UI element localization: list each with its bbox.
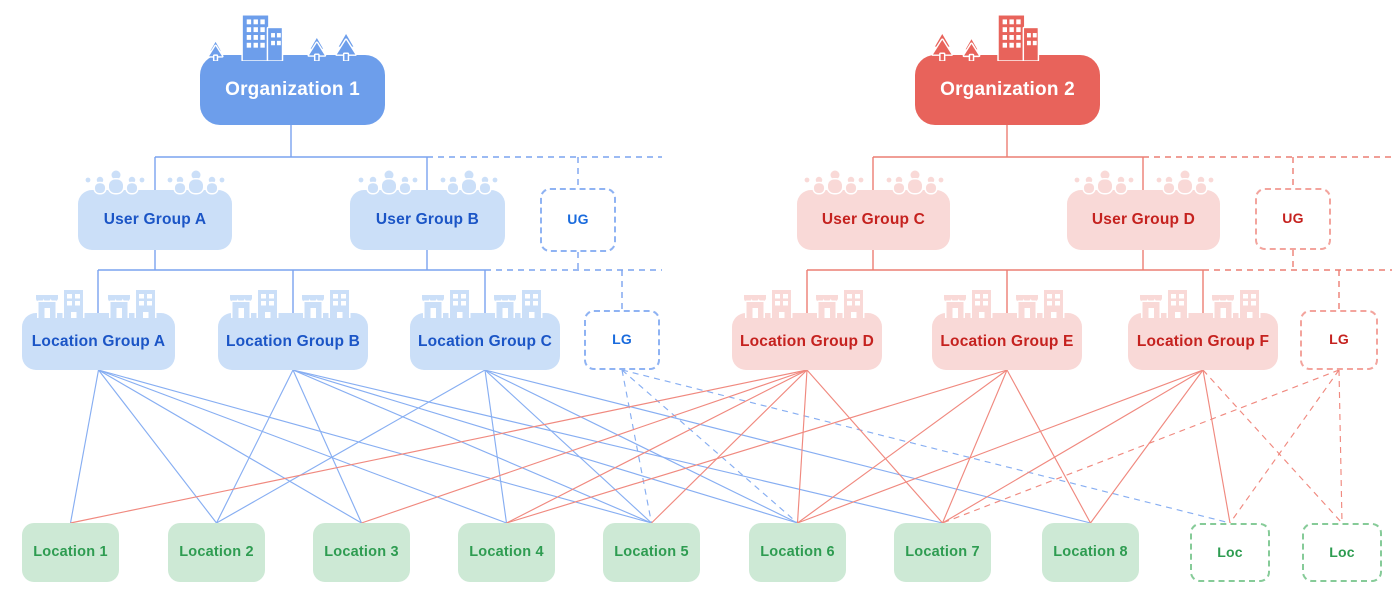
location-7-box: Location 7: [894, 523, 991, 582]
user-group-c-box: User Group C: [797, 169, 950, 250]
location-group-f-box: Location Group F: [1128, 288, 1278, 370]
organization-1-box: Organization 1: [200, 14, 385, 125]
location-3-box: Location 3: [313, 523, 410, 582]
location-1-label: Location 1: [33, 543, 108, 560]
location-7-label: Location 7: [905, 543, 980, 560]
user-group-ghost-red-box: UG: [1255, 188, 1331, 250]
location-8-label: Location 8: [1053, 543, 1128, 560]
user-group-ghost-blue-label: UG: [567, 211, 589, 228]
user-group-a-label: User Group A: [103, 211, 207, 229]
location-group-b-label: Location Group B: [225, 332, 361, 350]
location-2-label: Location 2: [179, 543, 254, 560]
location-group-e-label: Location Group E: [940, 332, 1074, 350]
organization-1-label: Organization 1: [225, 78, 360, 100]
location-group-f-label: Location Group F: [1136, 332, 1270, 350]
organization-2-box: Organization 2: [915, 14, 1100, 125]
location-group-ghost-blue-label: LG: [612, 331, 632, 348]
location-1-box: Location 1: [22, 523, 119, 582]
location-group-c-label: Location Group C: [417, 332, 553, 350]
location-6-box: Location 6: [749, 523, 846, 582]
location-ghost-1-label: Loc: [1217, 543, 1243, 560]
location-6-label: Location 6: [760, 543, 835, 560]
location-ghost-2-label: Loc: [1329, 543, 1355, 560]
user-group-ghost-red-label: UG: [1282, 210, 1304, 227]
location-group-d-label: Location Group D: [739, 332, 875, 350]
user-group-b-box: User Group B: [350, 169, 505, 250]
location-group-a-label: Location Group A: [31, 332, 166, 350]
location-5-label: Location 5: [614, 543, 689, 560]
location-group-a-box: Location Group A: [22, 288, 175, 370]
location-ghost-1-box: Loc: [1190, 523, 1270, 582]
user-group-c-label: User Group C: [821, 211, 926, 229]
user-group-b-label: User Group B: [375, 211, 480, 229]
location-group-ghost-red-box: LG: [1300, 310, 1378, 370]
location-3-label: Location 3: [324, 543, 399, 560]
location-5-box: Location 5: [603, 523, 700, 582]
location-8-box: Location 8: [1042, 523, 1139, 582]
location-ghost-2-box: Loc: [1302, 523, 1382, 582]
location-group-ghost-blue-box: LG: [584, 310, 660, 370]
location-4-label: Location 4: [469, 543, 544, 560]
organization-2-label: Organization 2: [940, 78, 1075, 100]
location-group-c-box: Location Group C: [410, 288, 560, 370]
user-group-a-box: User Group A: [78, 169, 232, 250]
location-group-b-box: Location Group B: [218, 288, 368, 370]
location-group-d-box: Location Group D: [732, 288, 882, 370]
location-group-ghost-red-label: LG: [1329, 331, 1349, 348]
user-group-ghost-blue-box: UG: [540, 188, 616, 252]
location-2-box: Location 2: [168, 523, 265, 582]
location-group-e-box: Location Group E: [932, 288, 1082, 370]
user-group-d-box: User Group D: [1067, 169, 1220, 250]
user-group-d-label: User Group D: [1091, 211, 1196, 229]
location-4-box: Location 4: [458, 523, 555, 582]
